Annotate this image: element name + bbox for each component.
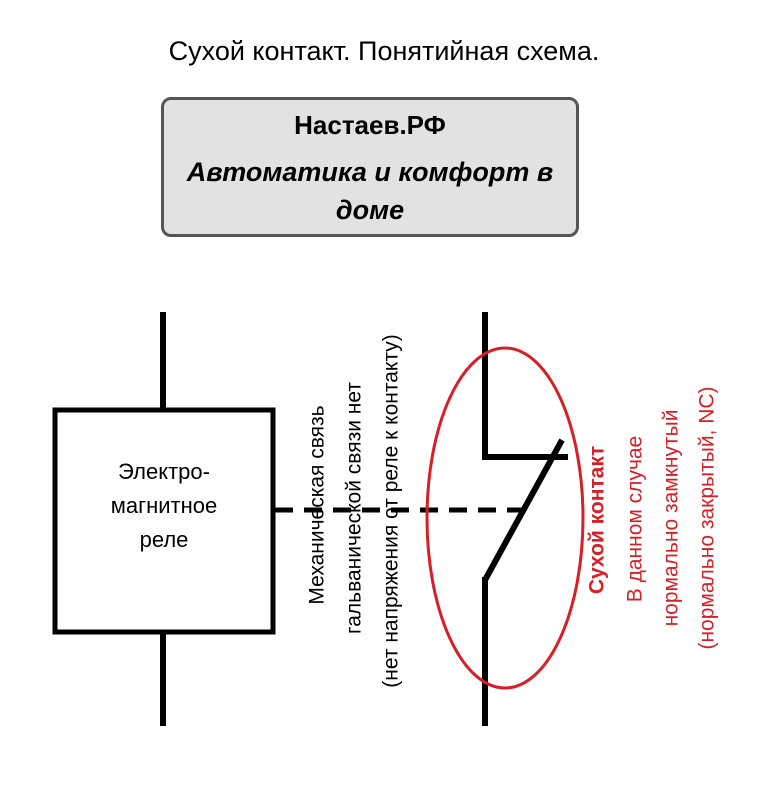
contact-top-wire <box>482 312 568 460</box>
contact-label-line3: нормально замкнутый <box>660 410 683 627</box>
relay-label-line1: Электро- <box>118 459 210 484</box>
switch-blade <box>482 438 565 582</box>
contact-label-line2: В данном случае <box>624 436 647 602</box>
brand-box: Настаев.РФ Автоматика и комфорт в доме <box>161 97 579 237</box>
contact-label-line4: (нормально закрытый, NC) <box>696 386 719 649</box>
relay-label: Электро- магнитное реле <box>56 455 272 557</box>
link-label-line2: гальванической связи нет <box>343 382 366 634</box>
brand-slogan: Автоматика и комфорт в доме <box>186 157 554 225</box>
contact-label-line1: Сухой контакт <box>586 446 609 594</box>
dry-contact-highlight-ellipse <box>425 346 585 690</box>
link-label-line1: Механическая связь <box>306 405 329 604</box>
diagram-title: Сухой контакт. Понятийная схема. <box>168 36 600 66</box>
relay-label-line3: реле <box>139 527 189 552</box>
relay-label-line2: магнитное <box>110 493 218 518</box>
relay-box <box>52 407 276 635</box>
brand-name: Настаев.РФ <box>294 110 446 140</box>
link-label-line3: (нет напряжения от реле к контакту) <box>380 334 403 687</box>
